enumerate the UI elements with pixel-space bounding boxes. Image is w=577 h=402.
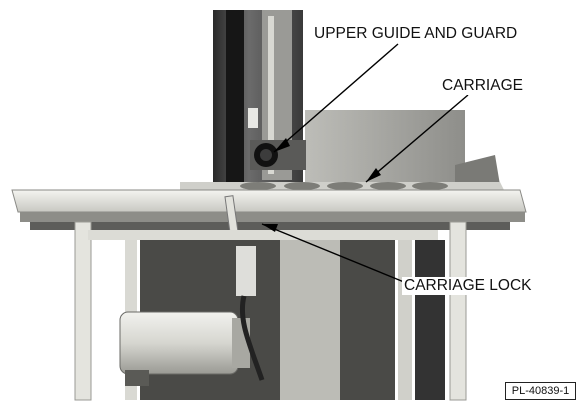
callout-upper-guide: UPPER GUIDE AND GUARD — [312, 25, 520, 43]
leader-upper-guide-arrow — [274, 138, 290, 152]
leader-carriage-lock — [261, 223, 405, 283]
leader-carriage — [365, 94, 469, 183]
upper-guide-and-guard — [250, 140, 306, 170]
leader-upper-guide — [273, 43, 399, 153]
motor — [119, 246, 265, 386]
saw-column — [213, 10, 303, 190]
carriage-back-panel — [305, 110, 500, 185]
leader-carriage-arrow — [366, 168, 381, 182]
callout-carriage: CARRIAGE — [440, 77, 525, 95]
leader-carriage-lock-arrow — [262, 224, 278, 232]
callout-carriage-lock: CARRIAGE LOCK — [402, 277, 534, 295]
figure-id-label: PL-40839-1 — [505, 382, 576, 400]
